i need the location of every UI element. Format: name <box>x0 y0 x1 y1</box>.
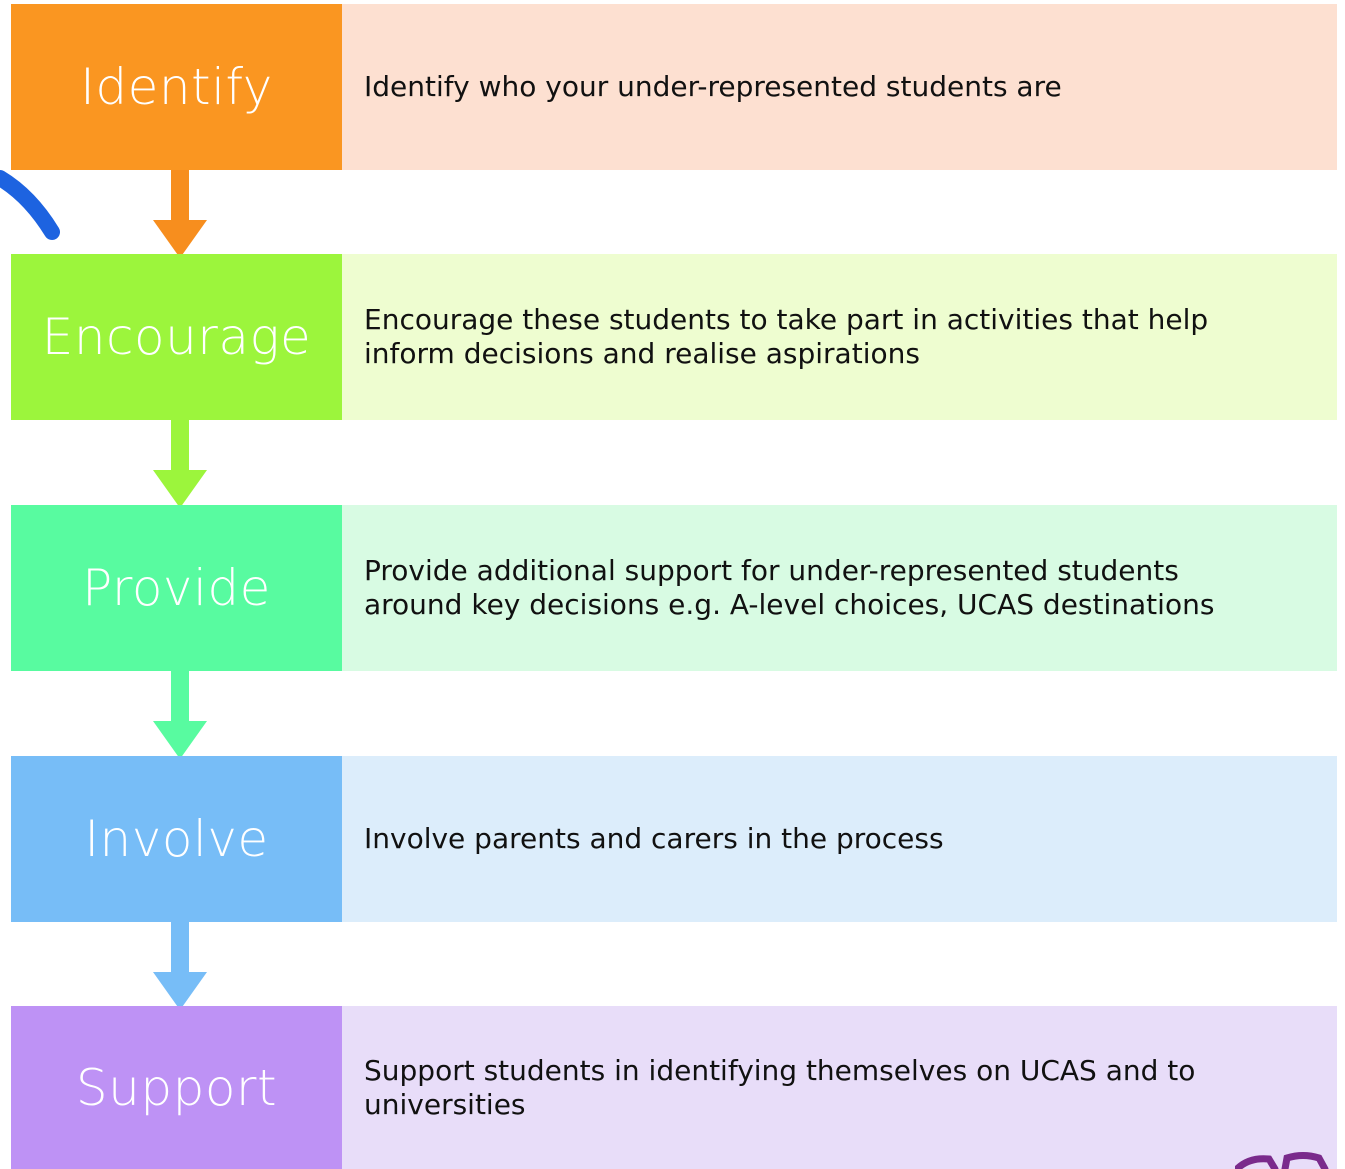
step-label-identify: Identify <box>11 4 342 170</box>
step-description-text: Provide additional support for under-rep… <box>364 554 1215 621</box>
step-description-text: Support students in identifying themselv… <box>364 1053 1196 1121</box>
step-encourage: Encourage Encourage these students to ta… <box>11 254 1337 420</box>
step-label-provide: Provide <box>11 505 342 671</box>
step-description-encourage: Encourage these students to take part in… <box>342 254 1337 420</box>
step-description-text: Involve parents and carers in the proces… <box>364 822 944 855</box>
step-label-support: Support <box>11 1006 342 1169</box>
step-support: Support Support students in identifying … <box>11 1006 1337 1169</box>
down-arrow-icon <box>153 922 207 1010</box>
step-description-text: Encourage these students to take part in… <box>364 303 1209 370</box>
step-identify: Identify Identify who your under-represe… <box>11 4 1337 170</box>
step-provide: Provide Provide additional support for u… <box>11 505 1337 671</box>
pen-stroke-annotation <box>0 170 60 240</box>
step-description-involve: Involve parents and carers in the proces… <box>342 756 1337 922</box>
step-label-involve: Involve <box>11 756 342 922</box>
down-arrow-icon <box>153 671 207 759</box>
step-description-provide: Provide additional support for under-rep… <box>342 505 1337 671</box>
step-description-identify: Identify who your under-represented stud… <box>342 4 1337 170</box>
down-arrow-icon <box>153 170 207 258</box>
step-label-encourage: Encourage <box>11 254 342 420</box>
step-description-text: Identify who your under-represented stud… <box>364 70 1062 103</box>
logo-fragment-icon <box>1235 1152 1329 1169</box>
step-description-support: Support students in identifying themselv… <box>342 1006 1337 1169</box>
step-involve: Involve Involve parents and carers in th… <box>11 756 1337 922</box>
down-arrow-icon <box>153 420 207 508</box>
